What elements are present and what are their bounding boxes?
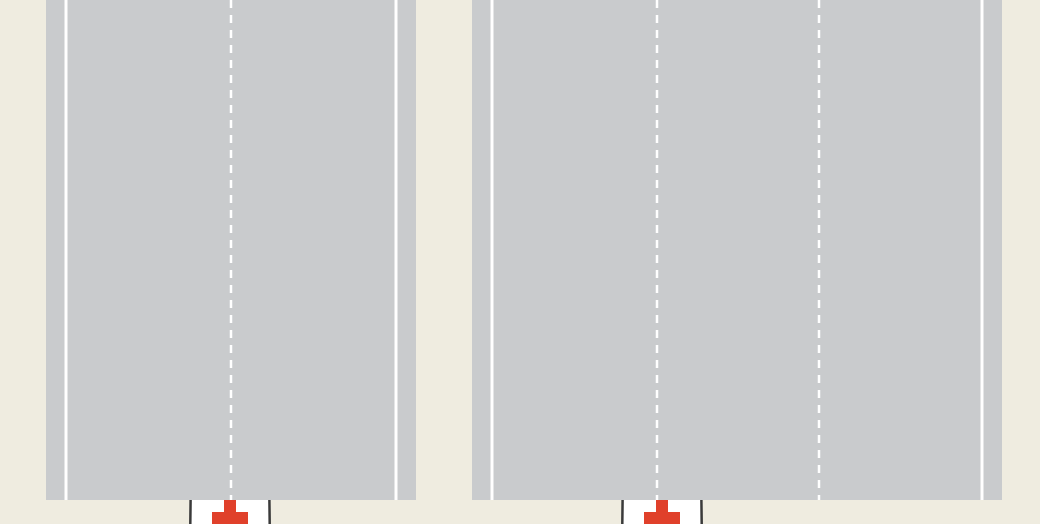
road-three-lane [472,0,1002,500]
road-two-lane [46,0,416,500]
